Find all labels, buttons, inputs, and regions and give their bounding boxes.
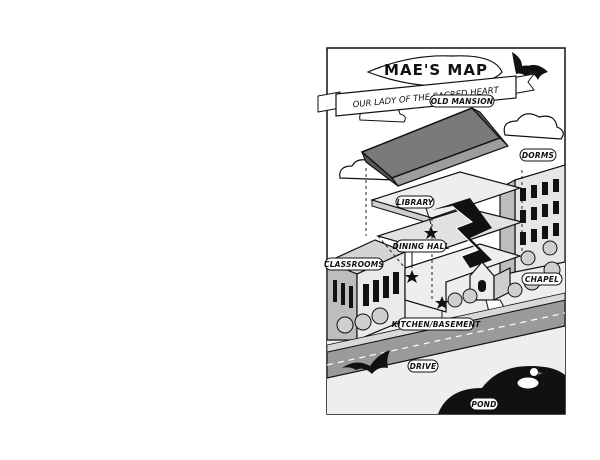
trees	[336, 240, 561, 334]
svg-text:POND: POND	[471, 400, 496, 409]
label-dining-hall: DINING HALL	[393, 239, 450, 268]
svg-text:OLD MANSION: OLD MANSION	[431, 97, 494, 106]
label-pond: POND	[469, 397, 499, 411]
cloud-right-icon	[503, 113, 564, 140]
map-title: MAE'S MAP	[384, 61, 488, 79]
svg-text:DRIVE: DRIVE	[410, 362, 437, 371]
duck-icon	[516, 367, 543, 390]
label-library: LIBRARY	[395, 195, 435, 225]
label-dorms: DORMS	[519, 148, 557, 162]
label-kitchen-basement: KITCHEN/BASEMENT	[392, 310, 482, 331]
label-chapel: CHAPEL	[521, 272, 563, 286]
svg-text:KITCHEN/BASEMENT: KITCHEN/BASEMENT	[392, 320, 482, 329]
old-mansion-roof	[360, 107, 510, 187]
grand-staircase	[432, 198, 492, 268]
svg-text:CHAPEL: CHAPEL	[525, 275, 559, 284]
label-classrooms: CLASSROOMS	[324, 257, 384, 271]
svg-text:LIBRARY: LIBRARY	[397, 198, 435, 207]
svg-text:CLASSROOMS: CLASSROOMS	[324, 260, 384, 269]
bat-icon-bottom	[342, 350, 390, 374]
label-drive: DRIVE	[407, 359, 439, 373]
label-old-mansion: OLD MANSION	[429, 94, 495, 108]
svg-text:DINING HALL: DINING HALL	[393, 242, 450, 251]
star-markers	[405, 226, 449, 309]
svg-text:DORMS: DORMS	[522, 151, 554, 160]
bat-icon-top	[512, 52, 548, 80]
subtitle-ribbon	[335, 75, 517, 117]
